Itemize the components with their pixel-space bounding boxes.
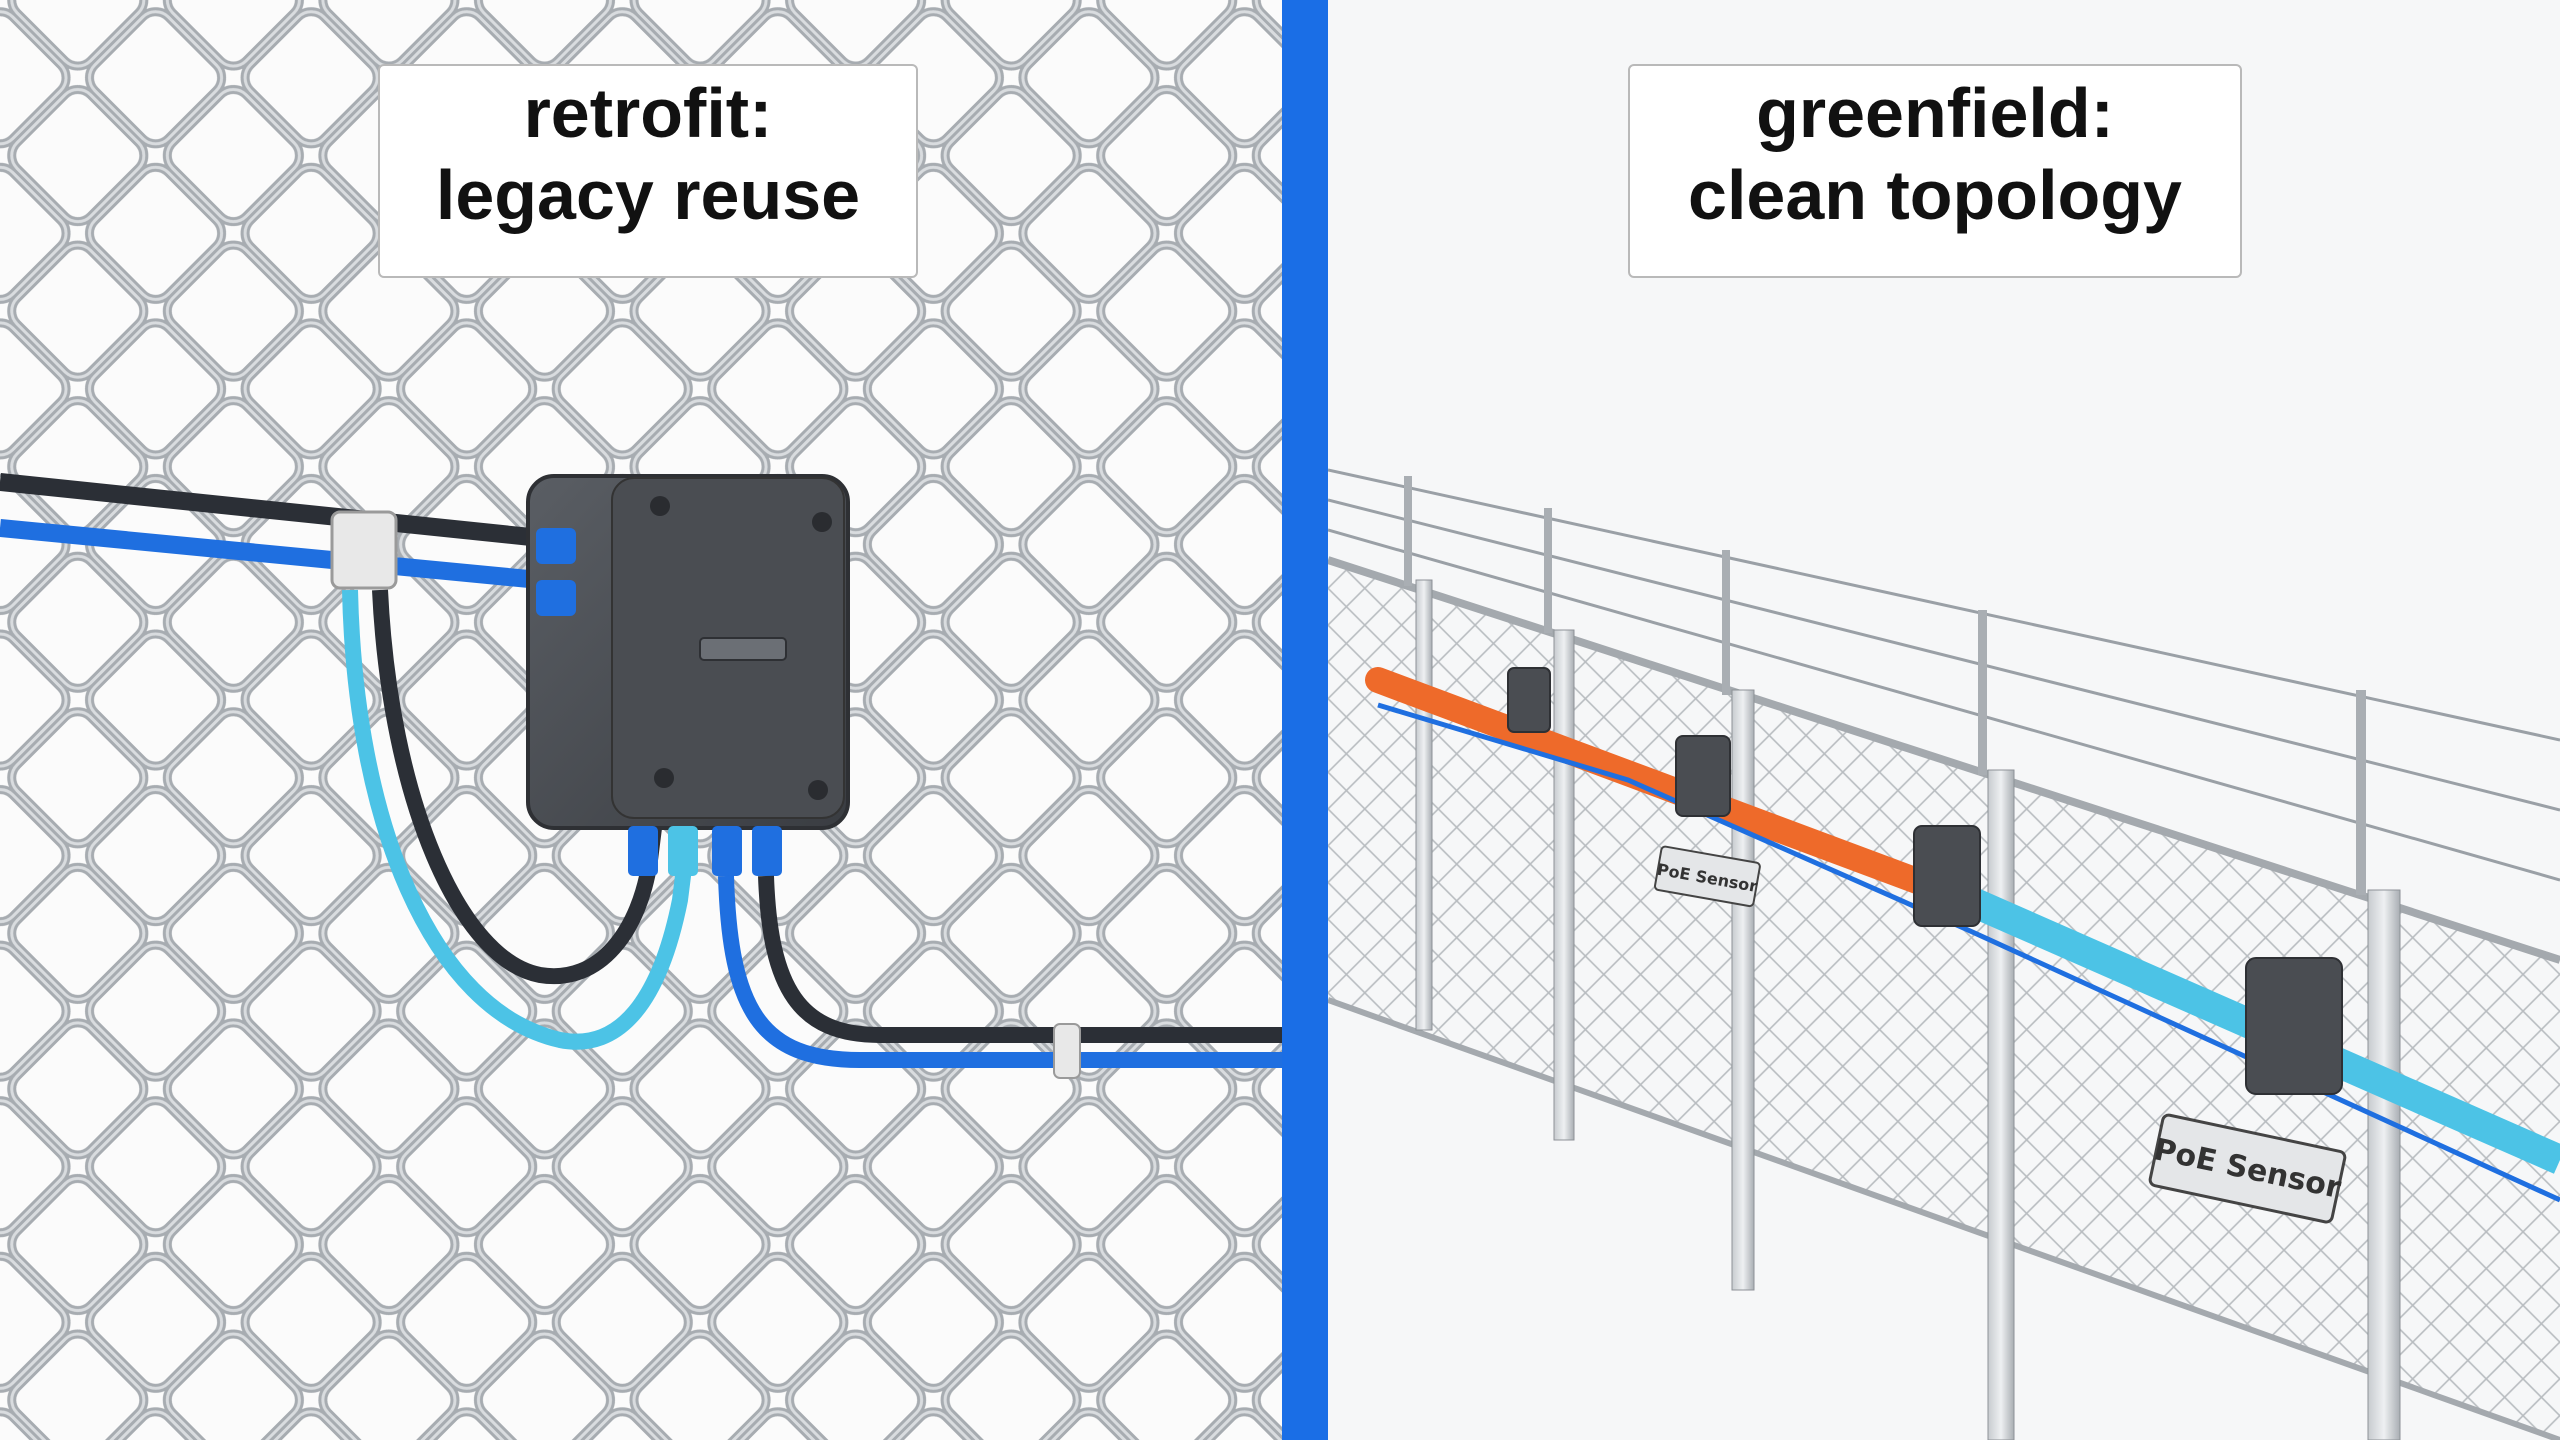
splice-clamp bbox=[332, 512, 396, 588]
cable-gland-icon bbox=[668, 826, 698, 876]
sensor-enclosure bbox=[2246, 958, 2342, 1094]
greenfield-panel: PoE Sensor PoE Sensor greenfield: clean … bbox=[1328, 0, 2560, 1440]
retrofit-title-line-2: legacy reuse bbox=[380, 154, 916, 236]
retrofit-title-box: retrofit: legacy reuse bbox=[378, 64, 918, 278]
box-screw-icon bbox=[808, 780, 828, 800]
cable-tie bbox=[1054, 1024, 1080, 1078]
sensor-enclosure bbox=[1914, 826, 1980, 926]
fence-post bbox=[1554, 630, 1574, 1140]
retrofit-title-line-1: retrofit: bbox=[380, 72, 916, 154]
fence-post bbox=[2368, 890, 2400, 1440]
cable-gland-icon bbox=[752, 826, 782, 876]
cable-gland-icon bbox=[628, 826, 658, 876]
greenfield-title-line-2: clean topology bbox=[1630, 154, 2240, 236]
fence-post bbox=[1416, 580, 1432, 1030]
fence-post bbox=[1732, 690, 1754, 1290]
fence-post-extension bbox=[1404, 476, 1412, 586]
cable-gland-icon bbox=[536, 528, 576, 564]
cable-gland-icon bbox=[536, 580, 576, 616]
sensor-enclosure bbox=[1508, 668, 1550, 732]
greenfield-title-box: greenfield: clean topology bbox=[1628, 64, 2242, 278]
box-screw-icon bbox=[650, 496, 670, 516]
greenfield-title-line-1: greenfield: bbox=[1630, 72, 2240, 154]
fence-post-extension bbox=[1722, 550, 1730, 695]
panel-divider bbox=[1282, 0, 1328, 1440]
fence-post-extension bbox=[2356, 690, 2366, 895]
fence-post-extension bbox=[1544, 508, 1552, 633]
fence-post bbox=[1988, 770, 2014, 1440]
sensor-enclosure bbox=[1676, 736, 1730, 816]
box-screw-icon bbox=[654, 768, 674, 788]
junction-box-label-slot bbox=[700, 638, 786, 660]
retrofit-panel: retrofit: legacy reuse bbox=[0, 0, 1282, 1440]
cable-gland-icon bbox=[712, 826, 742, 876]
box-screw-icon bbox=[812, 512, 832, 532]
fence-post-extension bbox=[1978, 610, 1987, 775]
